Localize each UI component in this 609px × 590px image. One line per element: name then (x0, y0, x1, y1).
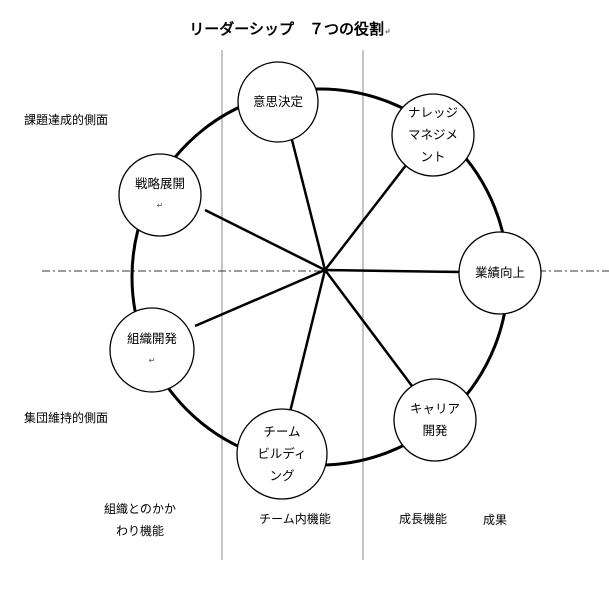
text-line: 成長 (398, 512, 423, 526)
spoke-career (324, 269, 416, 391)
text-line: 意思決定 (252, 94, 303, 109)
spoke-performance (324, 268, 461, 274)
bottom-label-team-internal: チーム内機能 (255, 508, 335, 530)
text-line: チーム内 (259, 512, 307, 526)
text-line: かかわり (115, 502, 176, 538)
side-label-task: 課題達成的側面 (24, 113, 109, 127)
spoke-knowledge (324, 159, 411, 271)
return-mark-icon: ↵ (384, 26, 391, 36)
text-line: 機能 (423, 512, 448, 526)
text-line: 開発 (422, 423, 448, 438)
node-strategy (118, 153, 202, 237)
node-label-team: チームビルディング (237, 409, 327, 499)
node-org (109, 307, 195, 393)
node-label-performance: 業績向上 (459, 232, 541, 314)
node-career (393, 378, 477, 462)
node-performance (458, 231, 542, 315)
spokes (194, 139, 461, 413)
bottom-label-org-relation: 組織とのかかわり機能 (100, 498, 180, 542)
node-label-knowledge: ナレッジマネジメント (392, 94, 474, 176)
text-line: ント (420, 149, 446, 164)
text-line: ング (269, 468, 295, 483)
text-line: 機能 (306, 512, 331, 526)
node-label-decision: 意思決定 (238, 62, 318, 142)
node-label-career: キャリア開発 (394, 379, 476, 461)
return-mark-icon: ↵ (148, 356, 156, 365)
text-line: ビルディ (257, 446, 307, 461)
text-line: マネジメ (407, 127, 458, 142)
bottom-label-growth: 成長機能 (398, 508, 448, 530)
text-line: チーム (263, 424, 301, 439)
text-line: 組織との (104, 502, 152, 516)
node-team (236, 408, 328, 500)
spoke-decision (290, 139, 327, 271)
text-line: キャリア (409, 401, 460, 416)
return-mark-icon: ↵ (156, 201, 164, 210)
spoke-strategy (204, 208, 326, 272)
text-line: 機能 (140, 524, 165, 538)
text-line: 業績向上 (474, 265, 525, 280)
diagram-title: リーダーシップ ７つの役割↵ (189, 20, 391, 38)
node-label-strategy: 戦略展開↵ (119, 154, 201, 236)
spoke-org (194, 268, 326, 328)
node-label-org: 組織開発↵ (110, 308, 194, 392)
node-decision (237, 61, 319, 143)
side-label-group: 集団維持的側面 (24, 411, 109, 425)
spoke-team (288, 269, 327, 413)
text-line: ナレッジ (407, 105, 458, 120)
node-knowledge (391, 93, 475, 177)
bottom-label-result: 成果 (482, 513, 507, 527)
